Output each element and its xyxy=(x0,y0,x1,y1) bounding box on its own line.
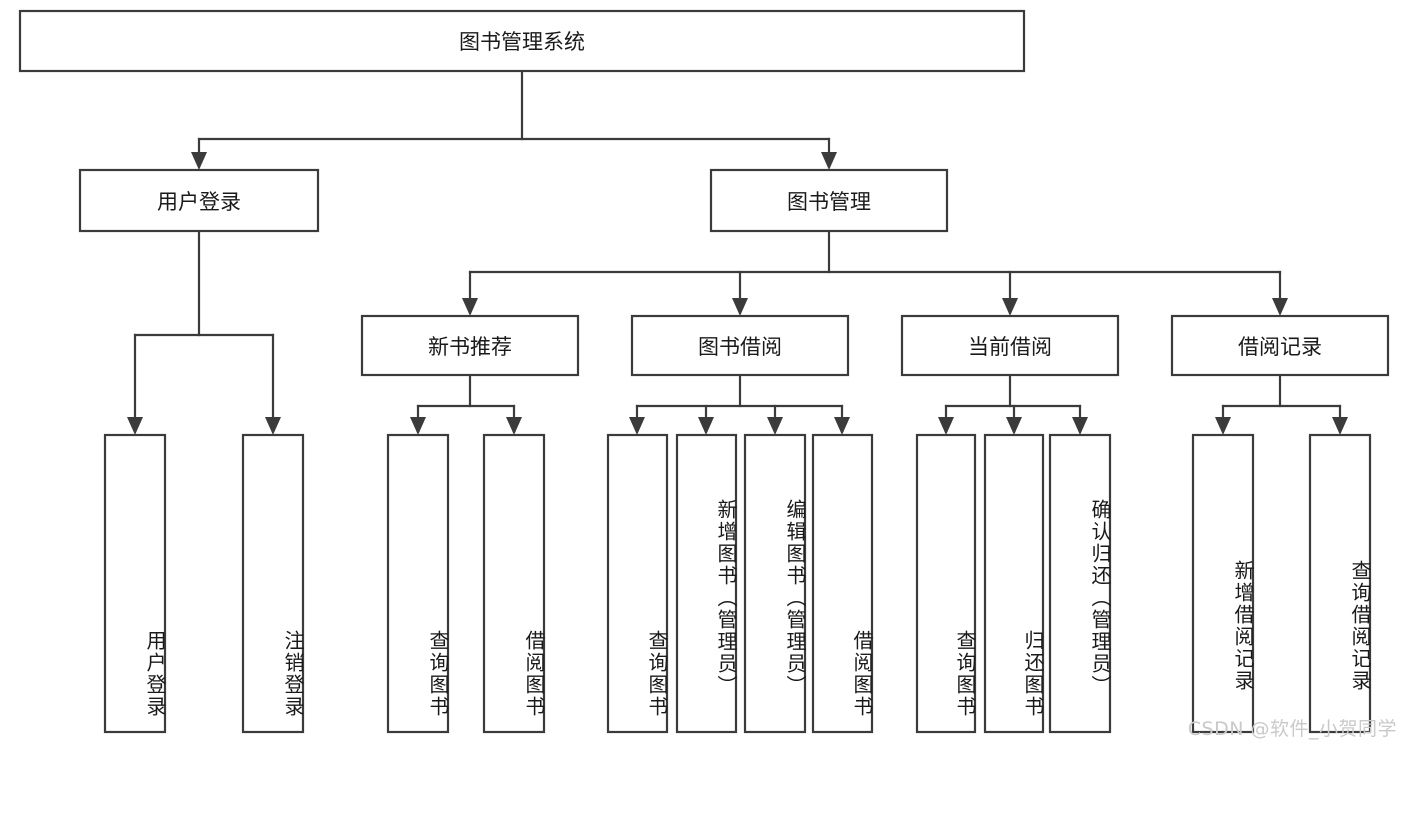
node-box-edit-book-admin[interactable] xyxy=(743,433,807,734)
node-box-query-book-2[interactable] xyxy=(606,433,669,734)
arrowhead-borrow-book-1 xyxy=(506,417,522,435)
node-box-borrow-book-1[interactable] xyxy=(482,433,546,734)
hierarchy-diagram-svg xyxy=(18,9,1390,734)
arrowhead-query-book-2 xyxy=(629,417,645,435)
arrowhead-query-book-1 xyxy=(410,417,426,435)
arrowhead-book-borrow xyxy=(732,298,748,316)
node-box-query-book-1[interactable] xyxy=(386,433,450,734)
node-box-query-borrow-record[interactable] xyxy=(1308,433,1372,734)
arrowhead-user-login xyxy=(191,152,207,170)
arrowhead-add-borrow-record xyxy=(1215,417,1231,435)
node-box-query-book-3[interactable] xyxy=(915,433,977,734)
node-box-book-borrow[interactable] xyxy=(630,314,850,377)
arrowhead-book-management xyxy=(821,152,837,170)
arrowhead-user-login-do xyxy=(127,417,143,435)
node-box-borrow-record[interactable] xyxy=(1170,314,1390,377)
arrowhead-confirm-return-admin xyxy=(1072,417,1088,435)
node-box-add-borrow-record[interactable] xyxy=(1191,433,1255,734)
node-box-borrow-book-2[interactable] xyxy=(811,433,874,734)
node-box-add-book-admin[interactable] xyxy=(675,433,738,734)
diagram-canvas-root: 图书管理系统 用户登录 图书管理 新书推荐 图书借阅 当前借阅 借阅记录 用户登… xyxy=(18,9,1397,740)
node-box-user-login[interactable] xyxy=(78,168,320,233)
node-box-current-borrow[interactable] xyxy=(900,314,1120,377)
arrowhead-return-book xyxy=(1006,417,1022,435)
node-box-user-login-do[interactable] xyxy=(103,433,167,734)
arrowhead-user-logout xyxy=(265,417,281,435)
node-box-layer xyxy=(18,9,1390,734)
arrowhead-new-book-recommend xyxy=(462,298,478,316)
arrowhead-borrow-record xyxy=(1272,298,1288,316)
node-box-new-book-recommend[interactable] xyxy=(360,314,580,377)
node-box-root[interactable] xyxy=(18,9,1026,73)
node-box-book-management[interactable] xyxy=(709,168,949,233)
arrowhead-borrow-book-2 xyxy=(834,417,850,435)
arrowhead-edit-book-admin xyxy=(767,417,783,435)
node-box-return-book[interactable] xyxy=(983,433,1045,734)
csdn-watermark: CSDN @软件_小贺同学 xyxy=(1187,718,1397,740)
connector-layer xyxy=(127,69,1348,435)
arrowhead-current-borrow xyxy=(1002,298,1018,316)
arrowhead-query-borrow-record xyxy=(1332,417,1348,435)
node-box-confirm-return-admin[interactable] xyxy=(1048,433,1112,734)
node-box-user-logout[interactable] xyxy=(241,433,305,734)
arrowhead-add-book-admin xyxy=(698,417,714,435)
arrowhead-query-book-3 xyxy=(938,417,954,435)
